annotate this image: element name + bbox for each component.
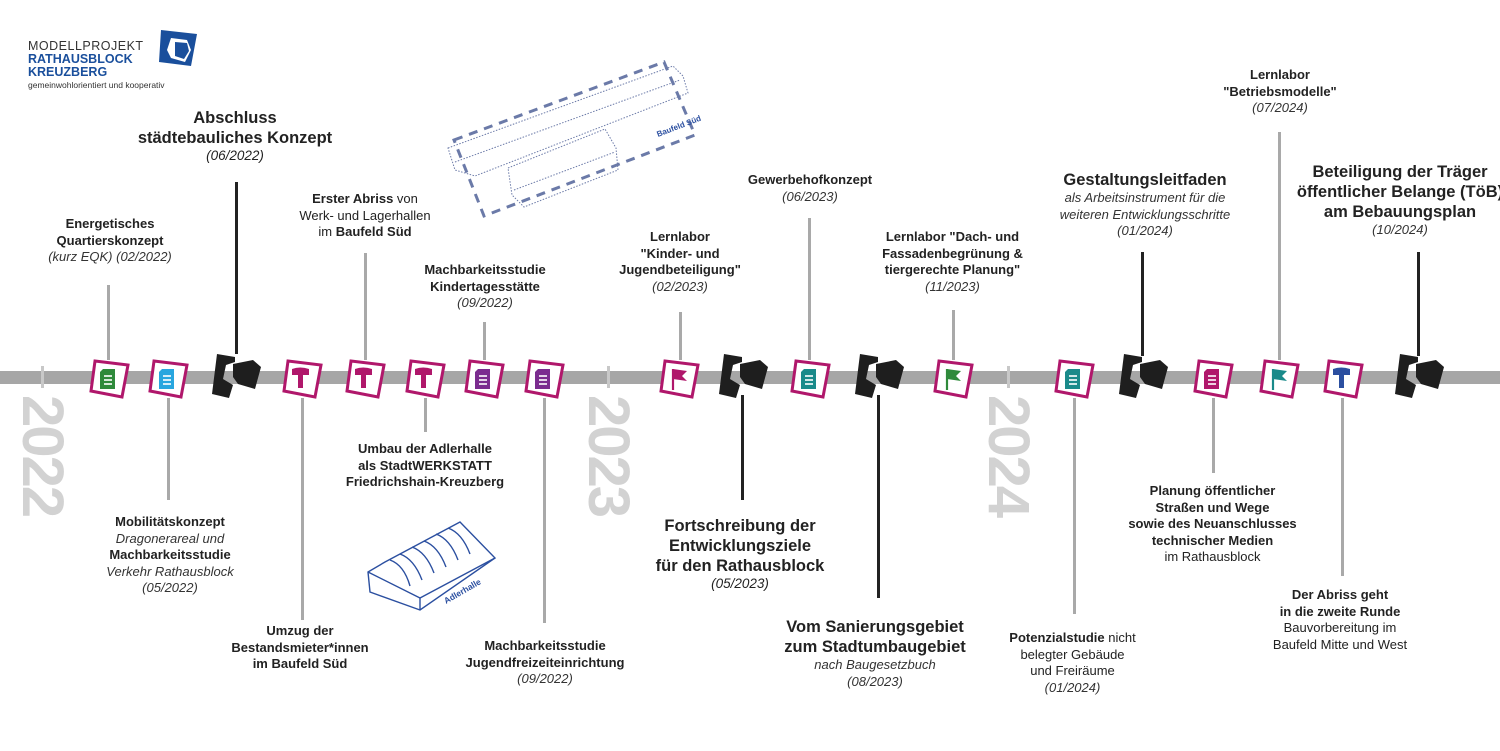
document-icon xyxy=(790,359,831,399)
connector-mobil xyxy=(167,398,170,500)
connector-gewerbehof xyxy=(808,218,811,360)
connector-lernlabor1 xyxy=(679,312,682,360)
connector-lernlabor3 xyxy=(1278,132,1281,360)
baufeld-sued-label: Baufeld Süd xyxy=(655,114,702,139)
milestone-fortschreibung[interactable] xyxy=(718,353,770,399)
marker-gewerbehof[interactable] xyxy=(789,358,833,400)
logo-line-rathausblock: RATHAUSBLOCK xyxy=(28,52,133,66)
flag-icon xyxy=(1259,359,1300,399)
milestone-icon xyxy=(855,354,904,398)
document-icon xyxy=(148,359,189,399)
connector-fortschreibung xyxy=(741,395,744,500)
milestone-icon xyxy=(1395,354,1444,398)
marker-jfe[interactable] xyxy=(523,358,567,400)
year-label-2024: 2024 xyxy=(976,395,1041,517)
connector-strassen xyxy=(1212,398,1215,473)
project-logo: MODELLPROJEKT RATHAUSBLOCK KREUZBERG gem… xyxy=(28,40,165,91)
marker-eqk[interactable] xyxy=(88,358,132,400)
event-gewerbehof: Gewerbehofkonzept(06/2023) xyxy=(747,172,873,204)
marker-abriss2[interactable] xyxy=(1322,358,1366,400)
hammer-icon xyxy=(282,359,323,399)
marker-umzug[interactable] xyxy=(281,358,325,400)
marker-potenzial[interactable] xyxy=(1053,358,1097,400)
milestone-icon xyxy=(719,354,768,398)
logo-mark-icon xyxy=(159,30,197,66)
year-label-2023: 2023 xyxy=(576,395,641,517)
marker-kita[interactable] xyxy=(463,358,507,400)
document-icon xyxy=(89,359,130,399)
baufeld-sued-drawing: Baufeld Süd xyxy=(447,60,702,218)
year-tick-2024 xyxy=(1007,366,1010,388)
year-tick-2022 xyxy=(41,366,44,388)
year-label-2022: 2022 xyxy=(10,395,75,517)
connector-stadtumbau xyxy=(877,395,880,598)
hammer-icon xyxy=(405,359,446,399)
logo-line-kreuzberg: KREUZBERG xyxy=(28,65,108,79)
connector-abriss2 xyxy=(1341,398,1344,576)
connector-jfe xyxy=(543,398,546,623)
connector-eqk xyxy=(107,285,110,360)
document-icon xyxy=(1054,359,1095,399)
connector-abriss1 xyxy=(364,253,367,360)
logo-tagline: gemeinwohlorientiert und kooperativ xyxy=(28,80,165,90)
milestone-icon xyxy=(1119,354,1168,398)
document-icon xyxy=(464,359,505,399)
flag-icon xyxy=(933,359,974,399)
connector-toeb xyxy=(1417,252,1420,356)
logo-line-modellprojekt: MODELLPROJEKT xyxy=(28,39,144,53)
connector-potenzial xyxy=(1073,398,1076,614)
marker-lernlabor2[interactable] xyxy=(932,358,976,400)
marker-lernlabor1[interactable] xyxy=(658,358,702,400)
milestone-staedtebau[interactable] xyxy=(211,353,263,399)
milestone-toeb[interactable] xyxy=(1394,353,1446,399)
event-lernlabor3: Lernlabor"Betriebsmodelle"(07/2024) xyxy=(1223,67,1337,115)
connector-kita xyxy=(483,322,486,360)
milestone-leitfaden[interactable] xyxy=(1118,353,1170,399)
year-tick-2023 xyxy=(607,366,610,388)
milestone-icon xyxy=(212,354,261,398)
document-icon xyxy=(1193,359,1234,399)
hammer-icon xyxy=(345,359,386,399)
milestone-stadtumbau[interactable] xyxy=(854,353,906,399)
marker-strassen[interactable] xyxy=(1192,358,1236,400)
connector-umzug xyxy=(301,398,304,620)
marker-lernlabor3[interactable] xyxy=(1258,358,1302,400)
marker-abriss1[interactable] xyxy=(344,358,388,400)
connector-lernlabor2 xyxy=(952,310,955,360)
document-icon xyxy=(524,359,565,399)
marker-adlerhalle[interactable] xyxy=(404,358,448,400)
connector-adlerhalle xyxy=(424,398,427,432)
flag-icon xyxy=(659,359,700,399)
connector-staedtebau xyxy=(235,182,238,354)
adlerhalle-drawing: Adlerhalle xyxy=(367,521,497,611)
hammer-icon xyxy=(1323,359,1364,399)
connector-leitfaden xyxy=(1141,252,1144,356)
marker-mobil[interactable] xyxy=(147,358,191,400)
